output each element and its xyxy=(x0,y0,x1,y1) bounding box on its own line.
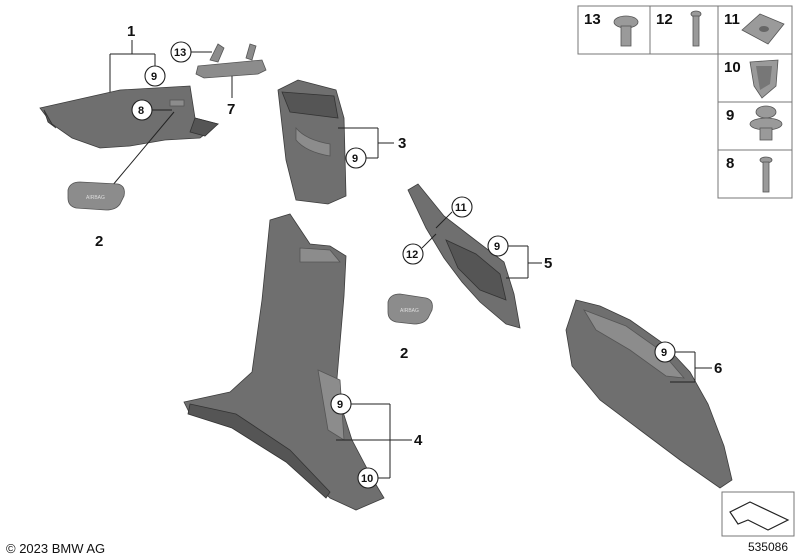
callout-13: 13 xyxy=(174,47,186,59)
callout-circle-10 xyxy=(357,467,379,489)
part-6-side-trim xyxy=(565,299,733,489)
callout-circle-12 xyxy=(402,243,424,265)
part-4-b-pillar-trim xyxy=(183,213,385,511)
hardware-table: 13 12 11 10 9 8 xyxy=(577,5,793,199)
callout-10: 10 xyxy=(361,473,373,485)
screw-8-icon xyxy=(759,156,773,193)
hardware-13-label: 13 xyxy=(584,11,601,28)
direction-arrow-icon xyxy=(729,501,790,531)
callout-11: 11 xyxy=(455,202,467,214)
hardware-9-label: 9 xyxy=(726,107,734,124)
callout-9: 9 xyxy=(337,399,343,411)
callout-circle-11 xyxy=(451,196,473,218)
diagram-id: 535086 xyxy=(747,540,788,554)
callout-9: 9 xyxy=(352,153,358,165)
callout-9: 9 xyxy=(661,347,667,359)
callout-1: 1 xyxy=(127,23,135,40)
svg-text:AIRBAG: AIRBAG xyxy=(400,308,419,314)
hardware-12-label: 12 xyxy=(656,11,673,28)
part-7-bracket xyxy=(195,43,267,79)
clip-10-icon xyxy=(749,59,779,99)
clip-nut-11-icon xyxy=(741,13,785,45)
callout-7: 7 xyxy=(227,101,235,118)
orientation-arrow-box xyxy=(721,491,795,537)
callout-12: 12 xyxy=(406,249,418,261)
callout-6: 6 xyxy=(714,360,722,377)
callout-circle-9 xyxy=(144,65,166,87)
callout-9: 9 xyxy=(494,241,500,253)
callout-8: 8 xyxy=(138,105,144,117)
screw-12-icon xyxy=(690,10,702,47)
svg-text:AIRBAG: AIRBAG xyxy=(86,195,105,201)
push-rivet-9-icon xyxy=(749,105,783,141)
hardware-11-label: 11 xyxy=(724,11,740,28)
callout-4: 4 xyxy=(414,432,423,449)
callout-circle-9 xyxy=(330,393,352,415)
part-5-pillar-trim xyxy=(407,183,521,329)
part-3-pillar-trim xyxy=(277,79,347,205)
callout-2-right: 2 xyxy=(400,345,408,362)
callout-2-left: 2 xyxy=(95,233,103,250)
callout-5: 5 xyxy=(544,255,552,272)
hardware-8-label: 8 xyxy=(726,155,734,172)
part-2-airbag-badge: AIRBAG xyxy=(67,181,125,211)
callout-3: 3 xyxy=(398,135,406,152)
callout-9: 9 xyxy=(151,71,157,83)
copyright-text: © 2023 BMW AG xyxy=(6,541,106,556)
part-1-trim-panel xyxy=(39,85,219,149)
screw-13-icon xyxy=(613,15,639,47)
hardware-10-label: 10 xyxy=(724,59,741,76)
part-2-airbag-badge-right: AIRBAG xyxy=(387,293,433,325)
callout-circle-9 xyxy=(345,147,367,169)
